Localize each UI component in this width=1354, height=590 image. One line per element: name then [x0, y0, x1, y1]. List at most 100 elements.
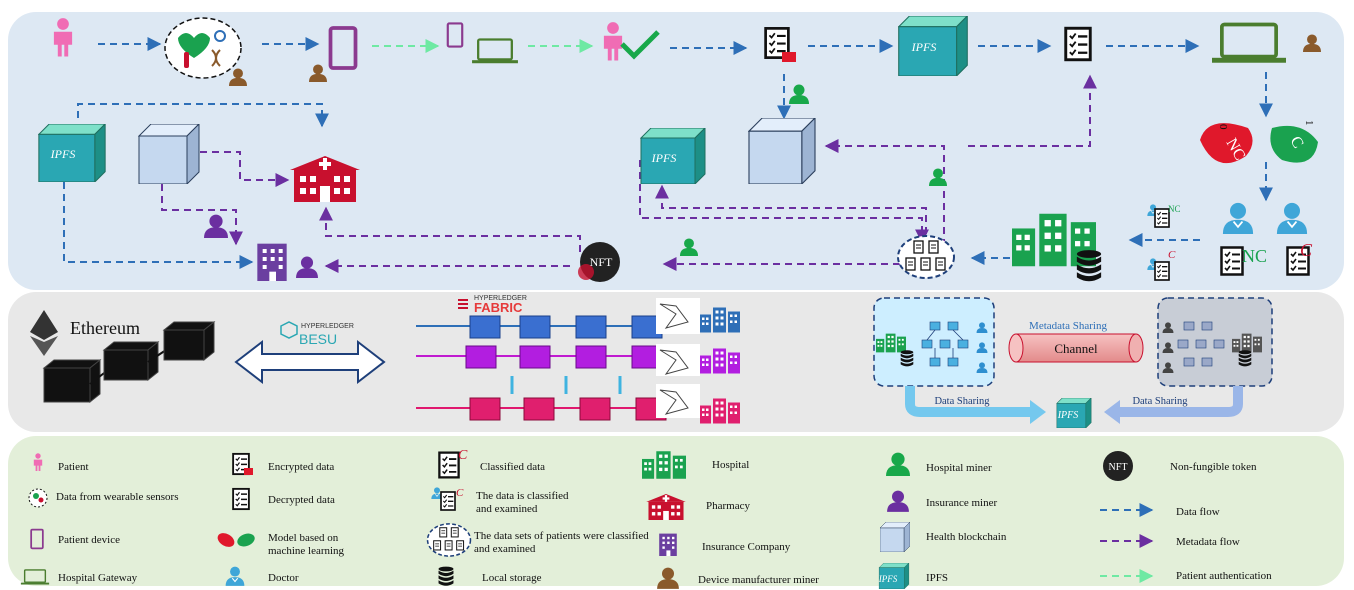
legend-insurance-miner-label: Insurance miner [926, 497, 998, 509]
patient-device-small-icon [446, 22, 464, 48]
legend-auth-label: Patient authentication [1176, 570, 1272, 582]
insurance-miner-icon-2 [296, 256, 318, 278]
nft-token-icon [578, 242, 620, 282]
patient-datasets-icon [896, 234, 956, 280]
legend-patient-device-label: Patient device [58, 534, 121, 546]
fabric-channel-links [510, 376, 622, 394]
legend-wearable-icon [28, 488, 48, 508]
data-sharing-left-label: Data Sharing [934, 396, 990, 407]
org-left-box [873, 297, 995, 387]
legend-health-blockchain-label: Health blockchain [926, 531, 1007, 543]
legend-hospital-icon [642, 451, 686, 479]
hospital-miner-icon-2 [680, 238, 698, 256]
patient-device-icon [328, 26, 358, 70]
examined-c-label: C [1168, 249, 1176, 261]
interop-double-arrow [234, 339, 386, 385]
legend-ipfs-cube-label: IPFS [878, 574, 898, 584]
legend-patient-icon [33, 453, 43, 471]
ipfs-cube-top-label: IPFS [911, 40, 937, 54]
besu-top-label: HYPERLEDGER [301, 323, 354, 330]
wearable-sensors-icon [164, 17, 242, 79]
legend-ml-model-label: Model based on machine learning [268, 532, 345, 557]
nft-token-label: NFT [590, 255, 613, 269]
metadata-sharing-label: Metadata Sharing [1029, 320, 1107, 332]
legend-hospital-miner-icon [886, 452, 910, 476]
legend-ipfs-label: IPFS [926, 572, 949, 584]
legend-local-storage-label: Local storage [482, 572, 542, 584]
legend-classified-label: Classified data [480, 461, 546, 473]
legend-doctor-label: Doctor [268, 572, 299, 584]
legend-classified-c-mark: C [458, 448, 468, 463]
examined-nc-doc-icon [1154, 208, 1170, 228]
lock-icon [782, 52, 796, 62]
ethereum-logo-icon [30, 310, 58, 356]
legend-encrypted-label: Encrypted data [268, 461, 335, 473]
ml-model-one-label: 1 [1303, 120, 1315, 126]
insurance-miner-icon [204, 214, 228, 238]
device-miner-icon-2 [309, 64, 327, 82]
legend-examined-c-mark: C [456, 487, 464, 499]
legend-nft-badge-label: NFT [1109, 462, 1128, 473]
fabric-chain-purple [416, 345, 680, 369]
legend-local-storage-icon [438, 566, 454, 586]
device-miner-icon-3 [1303, 34, 1321, 52]
legend-hospital-miner-label: Hospital miner [926, 462, 992, 474]
besu-bottom-label: BESU [299, 331, 337, 347]
legend-patient-device-icon [30, 528, 44, 550]
data-flow-arrows [63, 37, 1273, 269]
org-right-box [1157, 297, 1273, 387]
fabric-chain-pink [416, 397, 680, 421]
patient-authenticated-icon [603, 22, 623, 61]
legend-insurance-company-icon [659, 533, 677, 556]
legend-health-blockchain-icon [880, 522, 910, 552]
hospital-miner-icon [789, 84, 809, 104]
classified-c-label: C [1300, 240, 1313, 260]
health-blockchain-cube-left [138, 124, 200, 184]
legend-doctor-icon [225, 566, 245, 586]
legend-examined-doc-icon [440, 491, 456, 511]
besu-logo-icon [280, 321, 298, 339]
hospital-icon [1012, 213, 1096, 267]
channel-label: Channel [1054, 341, 1098, 356]
fabric-bottom-label: FABRIC [474, 300, 523, 315]
device-miner-icon [229, 68, 247, 86]
legend-decrypted-label: Decrypted data [268, 494, 335, 506]
ml-model-zero-label: 0 [1217, 124, 1229, 130]
fabric-org-network-icons [656, 298, 740, 424]
ipfs-cube-left-label: IPFS [50, 147, 76, 161]
legend-classified-icon [438, 451, 460, 479]
fabric-top-label: HYPERLEDGER [474, 295, 527, 302]
doctor-icon [1221, 202, 1255, 234]
decrypted-data-icon [1064, 26, 1092, 62]
hospital-gateway-icon-2 [1212, 22, 1286, 64]
legend-pharmacy-label: Pharmacy [706, 500, 750, 512]
legend-metadata-flow-label: Metadata flow [1176, 536, 1240, 548]
ipfs-cube-blockchain-label: IPFS [1057, 410, 1079, 421]
legend-pharmacy-icon [646, 494, 686, 520]
classified-nc-label: NC [1242, 246, 1267, 266]
legend-lock-icon [244, 468, 253, 475]
ml-model-nc-icon [1200, 123, 1253, 164]
data-sharing-right-label: Data Sharing [1132, 396, 1188, 407]
legend-ml-model-icon [217, 533, 255, 547]
legend-patient-label: Patient [58, 461, 89, 473]
check-icon [620, 30, 660, 60]
classified-nc-doc-icon [1220, 246, 1244, 276]
patient-icon [53, 18, 73, 57]
legend-nft-label: Non-fungible token [1170, 461, 1257, 473]
legend-decrypted-icon [232, 487, 250, 511]
hospital-gateway-icon [472, 38, 518, 64]
legend-gateway-label: Hospital Gateway [58, 572, 138, 584]
legend-examined-label: The data is classified and examined [476, 490, 569, 515]
legend-nft-icon [1103, 451, 1133, 481]
channel-cylinder [1008, 333, 1144, 363]
ml-model-c-icon [1270, 125, 1318, 163]
legend-device-miner-icon [657, 567, 679, 589]
doctor-icon-2 [1275, 202, 1309, 234]
legend-device-miner-label: Device manufacturer miner [698, 574, 819, 586]
data-sharing-left-arrowhead [1030, 400, 1046, 424]
ethereum-label: Ethereum [70, 318, 140, 338]
legend-gateway-icon [20, 569, 50, 585]
insurance-company-icon [257, 243, 287, 281]
